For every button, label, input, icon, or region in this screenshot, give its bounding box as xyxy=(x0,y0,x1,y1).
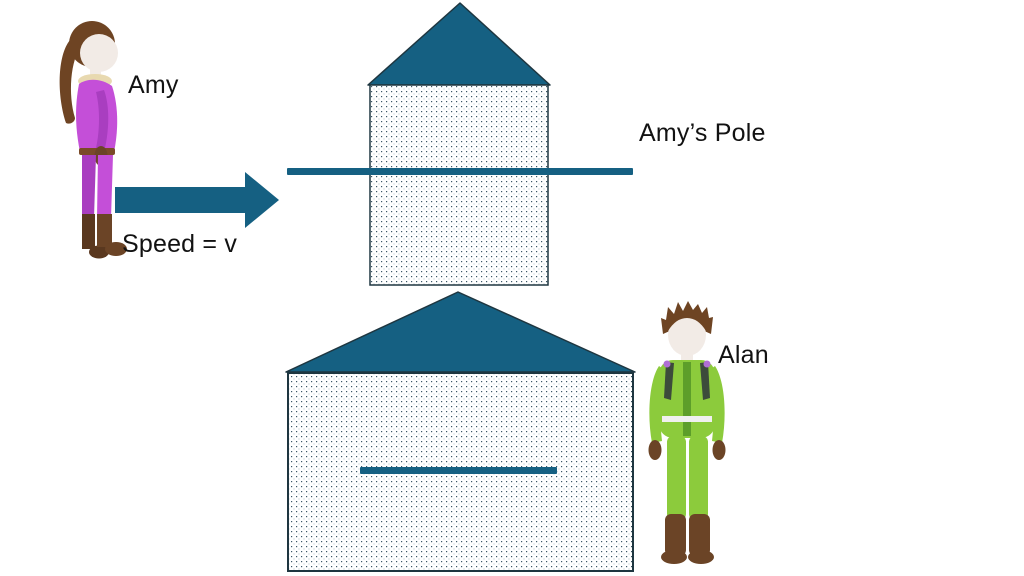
alan-left-foot xyxy=(661,550,687,564)
alan-right-hand xyxy=(712,440,726,460)
alan-left-shoulder-accent xyxy=(663,360,671,368)
alan-right-leg xyxy=(689,436,708,520)
alan-left-leg xyxy=(667,436,686,520)
top-barn xyxy=(367,2,551,286)
amy-label: Amy xyxy=(128,71,179,99)
alan-face xyxy=(668,314,706,356)
alan-hair-cap xyxy=(668,311,706,331)
amy-front-boot xyxy=(97,214,112,247)
alan-belt xyxy=(662,416,712,422)
amy-jacket xyxy=(76,79,118,152)
alan-left-hand xyxy=(648,440,662,460)
alan-avatar xyxy=(648,301,726,564)
amys-pole-label: Amy’s Pole xyxy=(639,119,766,147)
amy-ponytail xyxy=(59,40,82,124)
amy-face xyxy=(80,34,118,72)
alan-jacket-zipper xyxy=(683,362,691,436)
amy-back-boot xyxy=(82,214,95,249)
top-barn-wall xyxy=(369,84,549,286)
speed-label: Speed = v xyxy=(122,230,238,258)
alan-label: Alan xyxy=(718,341,769,369)
velocity-arrow xyxy=(115,172,279,228)
alan-left-boot xyxy=(665,514,686,556)
alan-left-strap xyxy=(664,362,674,400)
alan-right-foot xyxy=(688,550,714,564)
amy-avatar xyxy=(59,21,127,259)
contracted-pole xyxy=(360,467,557,474)
alan-right-shoulder-accent xyxy=(703,360,711,368)
amy-arm xyxy=(96,90,109,148)
bottom-barn-roof xyxy=(285,291,636,373)
bottom-barn xyxy=(285,291,636,572)
amy-front-leg xyxy=(97,155,113,218)
amy-back-boot-toe xyxy=(89,245,109,259)
amys-pole xyxy=(287,168,633,175)
alan-neck xyxy=(681,352,693,363)
alan-right-boot xyxy=(689,514,710,556)
amy-front-boot-toe xyxy=(105,242,127,256)
top-barn-roof xyxy=(367,2,551,86)
amy-back-leg xyxy=(82,155,96,218)
amy-neck xyxy=(90,68,101,79)
alan-right-strap xyxy=(700,362,710,400)
